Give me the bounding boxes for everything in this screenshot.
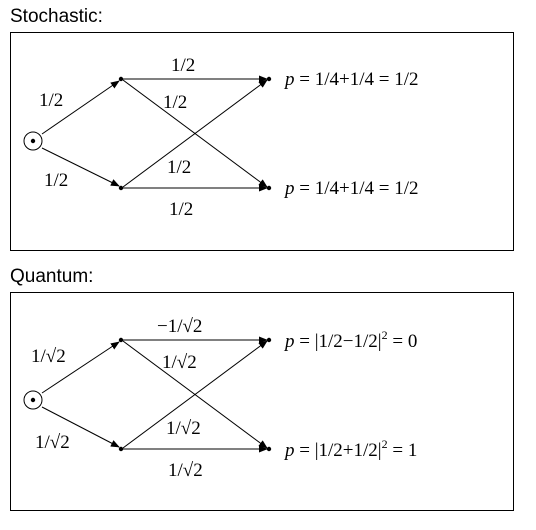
label-start-bottom: 1/2 — [44, 170, 68, 191]
edge-start-bottom — [41, 406, 120, 448]
mid-node-bottom — [118, 446, 124, 452]
mid-node-top — [118, 337, 124, 343]
label-start-bottom: 1/√2 — [35, 432, 70, 453]
label-start-top: 1/2 — [39, 90, 63, 111]
mid-node-bottom — [118, 185, 124, 191]
quantum-diagram-box: 1/√2 1/√2 −1/√2 1/√2 1/√2 1/√2 p = |1/2−… — [10, 292, 514, 511]
label-bottom-cross: 1/√2 — [166, 418, 201, 439]
start-node-ring — [23, 131, 43, 151]
stochastic-diagram: 1/2 1/2 1/2 1/2 1/2 1/2 p = 1/4+1/4 = 1/… — [23, 55, 418, 220]
end-node-top — [266, 76, 272, 82]
label-top-cross: 1/√2 — [162, 352, 197, 373]
label-start-top: 1/√2 — [31, 346, 66, 367]
edge-bottom-cross — [122, 79, 268, 188]
end-node-top — [266, 337, 272, 343]
label-top-cross: 1/2 — [163, 92, 187, 113]
end-node-bottom — [266, 185, 272, 191]
stochastic-title: Stochastic: — [10, 6, 103, 27]
outcome-top: p = 1/4+1/4 = 1/2 — [283, 69, 418, 90]
label-top-straight: −1/√2 — [157, 316, 202, 337]
start-node — [30, 138, 36, 144]
start-node — [30, 397, 36, 403]
outcome-bottom: p = |1/2+1/2|2 = 1 — [283, 437, 417, 461]
label-bottom-straight: 1/2 — [169, 199, 193, 220]
edge-start-top — [41, 80, 120, 135]
edge-start-top — [41, 341, 120, 394]
edge-bottom-cross — [122, 340, 268, 449]
label-bottom-cross: 1/2 — [167, 157, 191, 178]
label-top-straight: 1/2 — [171, 55, 195, 76]
outcome-top: p = |1/2−1/2|2 = 0 — [283, 328, 417, 352]
end-node-bottom — [266, 446, 272, 452]
label-bottom-straight: 1/√2 — [168, 460, 203, 481]
outcome-bottom: p = 1/4+1/4 = 1/2 — [283, 178, 418, 199]
quantum-title: Quantum: — [10, 266, 94, 287]
stochastic-diagram-box: 1/2 1/2 1/2 1/2 1/2 1/2 p = 1/4+1/4 = 1/… — [10, 32, 514, 251]
mid-node-top — [118, 76, 124, 82]
quantum-diagram: 1/√2 1/√2 −1/√2 1/√2 1/√2 1/√2 p = |1/2−… — [23, 316, 417, 481]
edge-start-bottom — [41, 147, 120, 187]
start-node-ring — [23, 390, 43, 410]
